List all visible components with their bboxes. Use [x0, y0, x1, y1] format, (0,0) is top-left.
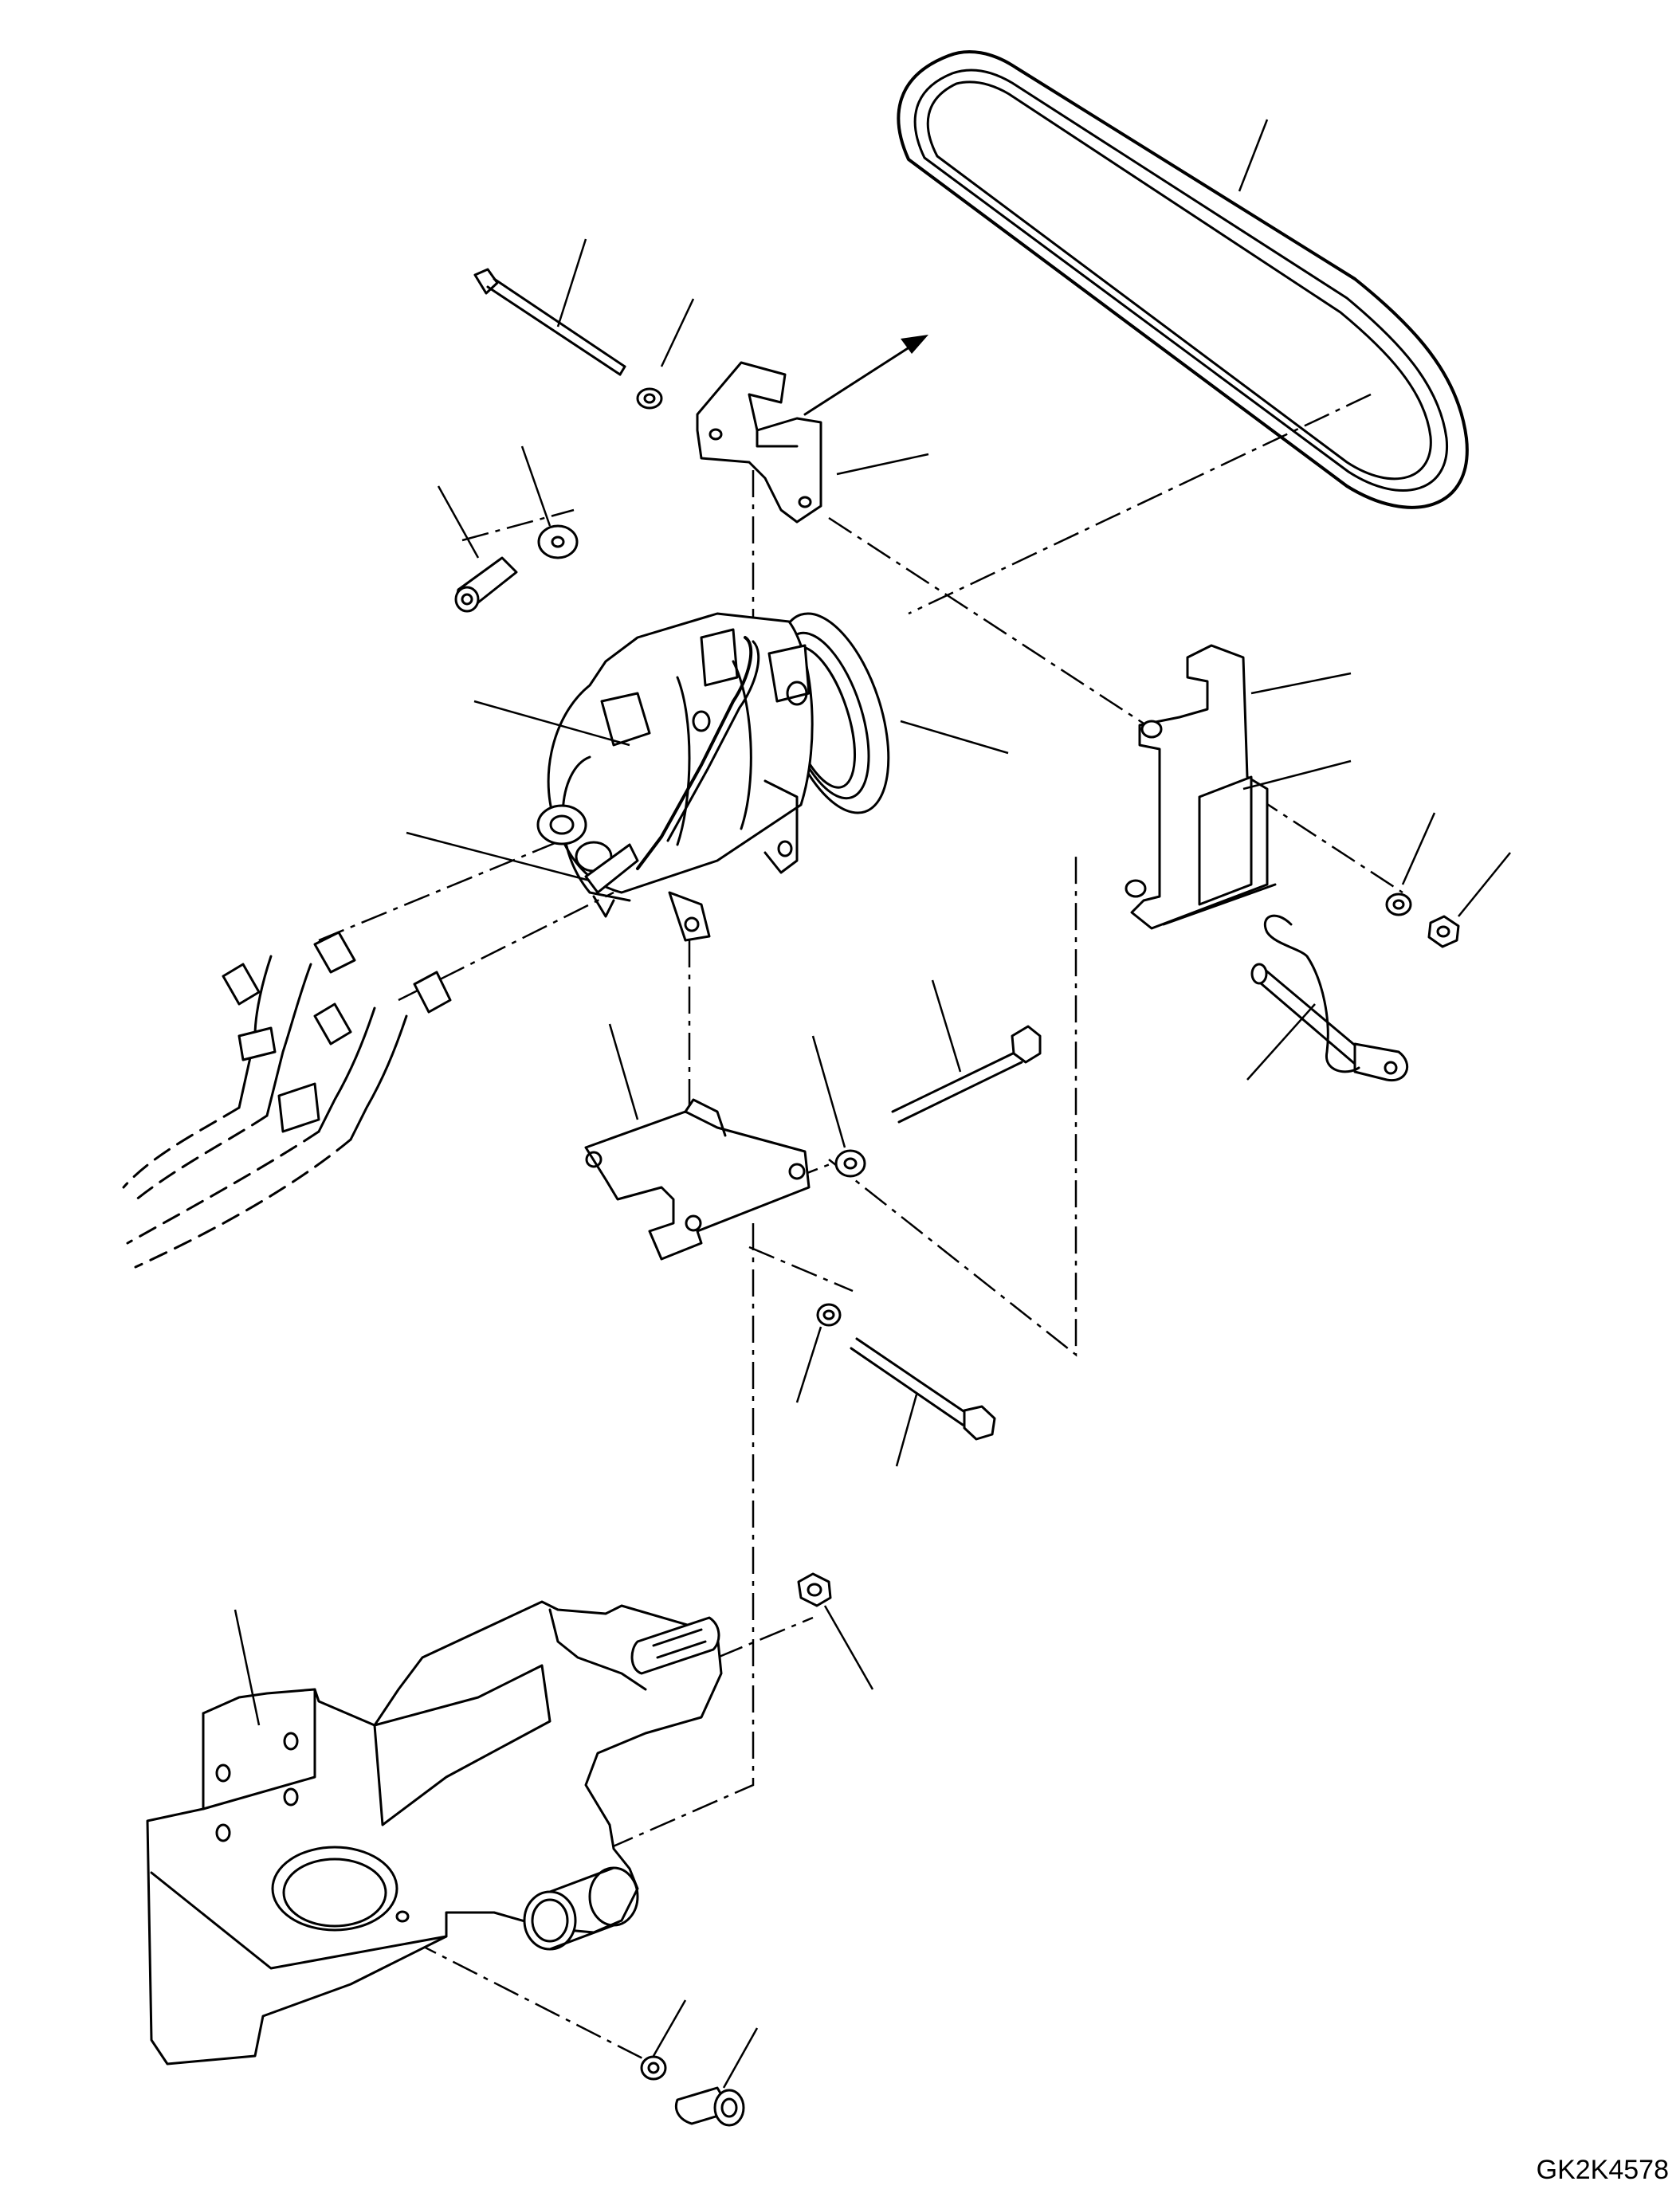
flat-washer [537, 524, 579, 559]
bolt-bottom [674, 2086, 745, 2127]
hose-assembly [122, 931, 452, 1269]
lock-pin [1250, 914, 1409, 1082]
direction-arrows [556, 335, 928, 1723]
hex-nut [1427, 915, 1460, 948]
long-bolt-upper [473, 268, 626, 376]
washer-lower [816, 1303, 842, 1327]
compressor-connector [584, 843, 639, 918]
mount-nut [797, 1572, 832, 1607]
compressor [536, 612, 890, 942]
mounting-bracket [146, 1600, 723, 2066]
compressor-clamp [636, 636, 760, 870]
leader-lines [234, 119, 1511, 2089]
lock-washer [1385, 893, 1412, 916]
drawing-code: GK2K4578 [1536, 2155, 1669, 2185]
washer-middle [834, 1149, 866, 1178]
lower-bracket [584, 1098, 811, 1261]
front-bracket [696, 361, 822, 524]
caution-label [1198, 775, 1253, 906]
short-bolt [454, 556, 518, 613]
long-bolt-middle [891, 1025, 1042, 1124]
washer-upper [636, 387, 663, 410]
washer-bottom [640, 2055, 667, 2081]
v-belt [897, 50, 1469, 509]
long-bolt-lower [850, 1337, 996, 1441]
